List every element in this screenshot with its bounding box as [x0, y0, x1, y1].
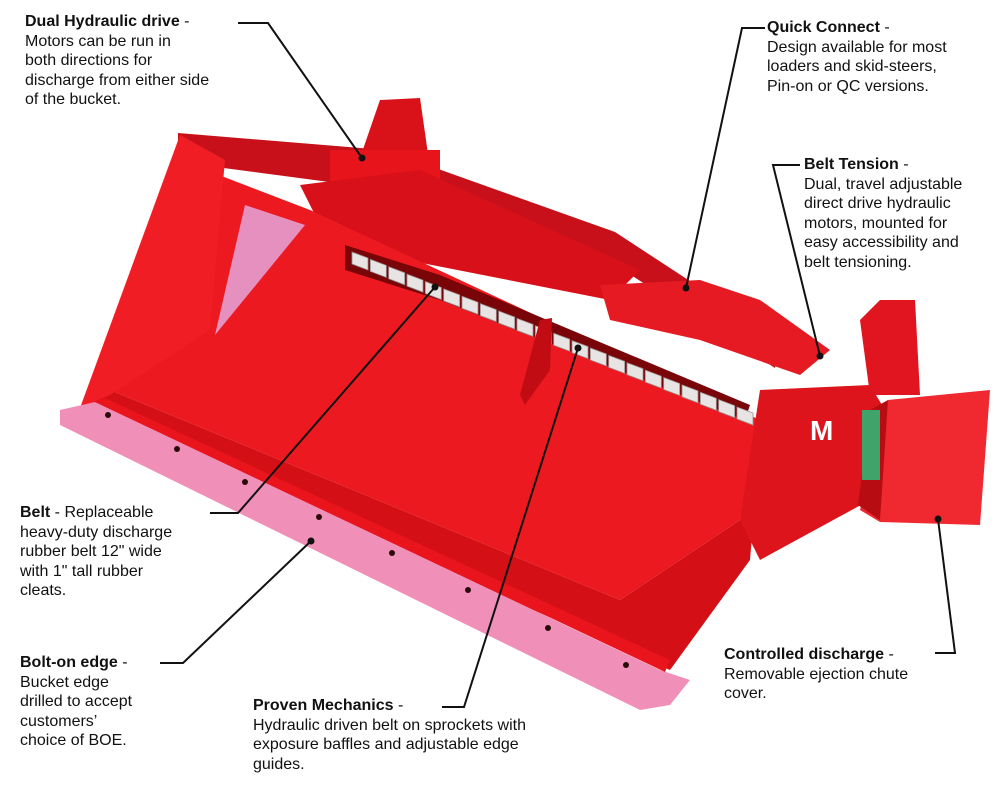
- bucket-floor: [90, 390, 760, 670]
- callout-title: Controlled discharge: [724, 646, 885, 663]
- bolt-hole: [174, 446, 180, 452]
- bucket-left-wall: [80, 135, 225, 408]
- belt-cleat: [718, 399, 736, 419]
- bolt-on-edge: [60, 402, 690, 710]
- callout-title: Belt: [20, 504, 51, 521]
- callout-body: Hydraulic driven belt on sprockets with …: [253, 716, 527, 773]
- belt-cleat: [479, 303, 497, 323]
- callout-controlled-discharge: Controlled discharge - Removable ejectio…: [724, 645, 908, 704]
- bolt-hole: [623, 662, 629, 668]
- callout-body: heavy-duty discharge rubber belt 12" wid…: [20, 523, 173, 600]
- belt-cleat: [351, 251, 369, 271]
- hydraulic-mount-right: [860, 300, 920, 395]
- leader-belt: [210, 286, 436, 514]
- bolt-hole: [105, 412, 111, 418]
- belt-cleat: [516, 317, 534, 338]
- callout-dash: -: [393, 697, 404, 714]
- bolt-holes: [105, 412, 629, 668]
- chute-housing: [740, 385, 885, 560]
- callout-title: Dual Hydraulic drive: [25, 13, 180, 30]
- callout-title: Bolt-on edge: [20, 654, 118, 671]
- leader-controlled-discharge: [935, 518, 957, 654]
- belt-shroud: [300, 170, 640, 300]
- callout-dual-hydraulic: Dual Hydraulic drive - Motors can be run…: [25, 12, 209, 110]
- belt-cleat: [388, 266, 406, 286]
- belt-cleat: [681, 384, 699, 404]
- belt-cleat: [626, 362, 644, 382]
- chute-belt-roller: [862, 410, 880, 480]
- exposure-baffle: [520, 318, 552, 405]
- callout-body: Bucket edge drilled to accept customers’…: [20, 673, 133, 750]
- bolt-hole: [316, 514, 322, 520]
- callout-dash: -: [117, 654, 128, 671]
- belt-cleat: [736, 406, 754, 426]
- bucket-top-rail: [178, 133, 780, 368]
- bolt-hole: [242, 479, 248, 485]
- leader-dual-hydraulic: [238, 22, 363, 159]
- callout-proven-mechanics: Proven Mechanics - Hydraulic driven belt…: [253, 696, 526, 774]
- belt-cleat: [498, 310, 516, 330]
- callout-body: Removable ejection chute cover.: [724, 665, 909, 703]
- callout-dash: -: [179, 13, 190, 30]
- callout-inline: - Replaceable: [50, 504, 154, 521]
- belt-cleat: [663, 376, 681, 397]
- callout-quick-connect: Quick Connect - Design available for mos…: [767, 18, 947, 96]
- leader-proven-mechanics: [442, 347, 579, 708]
- callout-belt: Belt - Replaceable heavy-duty discharge …: [20, 503, 172, 601]
- belt-cleat: [461, 295, 479, 315]
- belt-cleat: [443, 288, 461, 308]
- callout-title: Proven Mechanics: [253, 697, 394, 714]
- belt-cleat: [589, 347, 607, 367]
- chute-cover: [860, 390, 990, 525]
- belt-cleat: [369, 258, 387, 278]
- quick-connect-bracket: [600, 280, 830, 375]
- callout-dash: -: [884, 646, 894, 663]
- callout-title: Belt Tension: [804, 156, 899, 173]
- belt-cleat: [553, 332, 571, 352]
- front-lip: [95, 398, 670, 672]
- bolt-hole: [465, 587, 471, 593]
- callout-body: Dual, travel adjustable direct drive hyd…: [804, 175, 963, 271]
- leader-dots: [307, 154, 942, 545]
- callout-body: Design available for most loaders and sk…: [767, 38, 947, 95]
- bolt-hole: [545, 625, 551, 631]
- wall-reflection: [215, 205, 305, 335]
- leader-lines: [160, 22, 957, 708]
- callout-dash: -: [898, 156, 909, 173]
- callout-belt-tension: Belt Tension - Dual, travel adjustable d…: [804, 155, 962, 272]
- bolt-hole: [389, 550, 395, 556]
- callout-bolt-on-edge: Bolt-on edge - Bucket edge drilled to ac…: [20, 653, 132, 751]
- callout-dash: -: [879, 19, 890, 36]
- belt-cleat: [644, 369, 662, 389]
- belt-cleat: [608, 354, 626, 374]
- callout-title: Quick Connect: [767, 19, 880, 36]
- brand-logo-mark: M: [810, 415, 833, 446]
- callout-body: Motors can be run in both directions for…: [25, 32, 210, 109]
- leader-bolt-on-edge: [160, 540, 312, 664]
- belt-cleat: [699, 391, 717, 411]
- leader-belt-tension: [771, 164, 821, 357]
- leader-quick-connect: [685, 27, 765, 289]
- belt-cleat: [406, 273, 424, 293]
